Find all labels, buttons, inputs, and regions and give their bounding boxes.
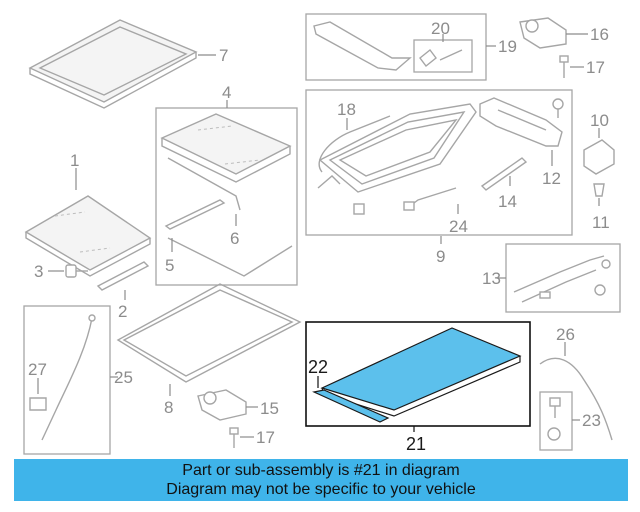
group-9-box — [305, 89, 573, 236]
callout-22[interactable]: 22 — [308, 357, 328, 377]
part-1-glass-assembly[interactable] — [24, 195, 152, 277]
part-18-drain-hose[interactable] — [317, 115, 391, 215]
callout-8[interactable]: 8 — [164, 398, 173, 417]
callout-17-bottom[interactable]: 17 — [256, 428, 275, 447]
part-4-panel[interactable] — [160, 113, 292, 183]
callout-25[interactable]: 25 — [114, 368, 133, 387]
part-16-motor[interactable] — [519, 17, 567, 49]
callout-15[interactable]: 15 — [260, 399, 279, 418]
part-22-strip-highlight[interactable] — [312, 389, 390, 423]
part-25-drain-tube[interactable] — [41, 314, 96, 441]
part-17-screw-top[interactable] — [559, 55, 569, 78]
group-23-box — [539, 391, 573, 451]
part-12-bracket[interactable] — [479, 97, 564, 147]
part-23-fasteners[interactable] — [547, 397, 561, 441]
callout-7[interactable]: 7 — [219, 46, 228, 65]
callout-1[interactable]: 1 — [70, 151, 79, 170]
banner-line-1: Part or sub-assembly is #21 in diagram — [182, 462, 460, 479]
group-21-box — [305, 321, 531, 427]
callout-18[interactable]: 18 — [337, 100, 356, 119]
callout-26[interactable]: 26 — [556, 325, 575, 344]
group-25-box — [23, 305, 111, 455]
callout-4[interactable]: 4 — [222, 83, 231, 102]
callout-20[interactable]: 20 — [431, 19, 450, 38]
part-17-screw-bottom[interactable] — [229, 427, 239, 448]
group-19-box — [305, 13, 487, 81]
callout-24[interactable]: 24 — [449, 217, 468, 236]
part-5-weatherstrip[interactable] — [164, 199, 293, 277]
part-6-seal[interactable] — [167, 157, 241, 211]
part-9-frame[interactable] — [318, 103, 477, 193]
info-banner: Part or sub-assembly is #21 in diagram D… — [14, 459, 628, 501]
part-2-strip[interactable] — [96, 261, 150, 291]
callout-13[interactable]: 13 — [482, 269, 501, 288]
part-19-deflector[interactable] — [313, 21, 412, 71]
callout-3[interactable]: 3 — [34, 262, 43, 281]
callout-5[interactable]: 5 — [165, 256, 174, 275]
callout-21[interactable]: 21 — [406, 434, 426, 454]
part-13-cables[interactable] — [513, 255, 611, 303]
part-7-glass-panel[interactable] — [28, 19, 198, 109]
part-3-bolt[interactable] — [48, 264, 88, 278]
callout-27[interactable]: 27 — [28, 360, 47, 379]
callout-12[interactable]: 12 — [542, 169, 561, 188]
part-11-clip[interactable] — [593, 183, 605, 197]
part-8-weatherstrip[interactable] — [116, 283, 302, 383]
callout-14[interactable]: 14 — [498, 192, 517, 211]
callout-9[interactable]: 9 — [436, 247, 445, 266]
callout-6[interactable]: 6 — [230, 229, 239, 248]
part-14-rail[interactable] — [480, 157, 528, 191]
callout-17-top[interactable]: 17 — [586, 58, 605, 77]
callout-10[interactable]: 10 — [590, 111, 609, 130]
callout-23[interactable]: 23 — [582, 411, 601, 430]
callout-16[interactable]: 16 — [590, 25, 609, 44]
part-15-motor[interactable] — [197, 389, 247, 421]
callout-2[interactable]: 2 — [118, 302, 127, 321]
callout-11[interactable]: 11 — [592, 213, 610, 232]
part-20-clips[interactable] — [419, 49, 463, 67]
part-10-block[interactable] — [583, 139, 615, 175]
part-27-clip[interactable] — [29, 397, 47, 411]
part-26-drain-tube[interactable] — [539, 357, 613, 441]
callout-19[interactable]: 19 — [498, 37, 517, 56]
banner-line-2: Diagram may not be specific to your vehi… — [166, 481, 476, 498]
part-24-cable[interactable] — [403, 187, 457, 211]
